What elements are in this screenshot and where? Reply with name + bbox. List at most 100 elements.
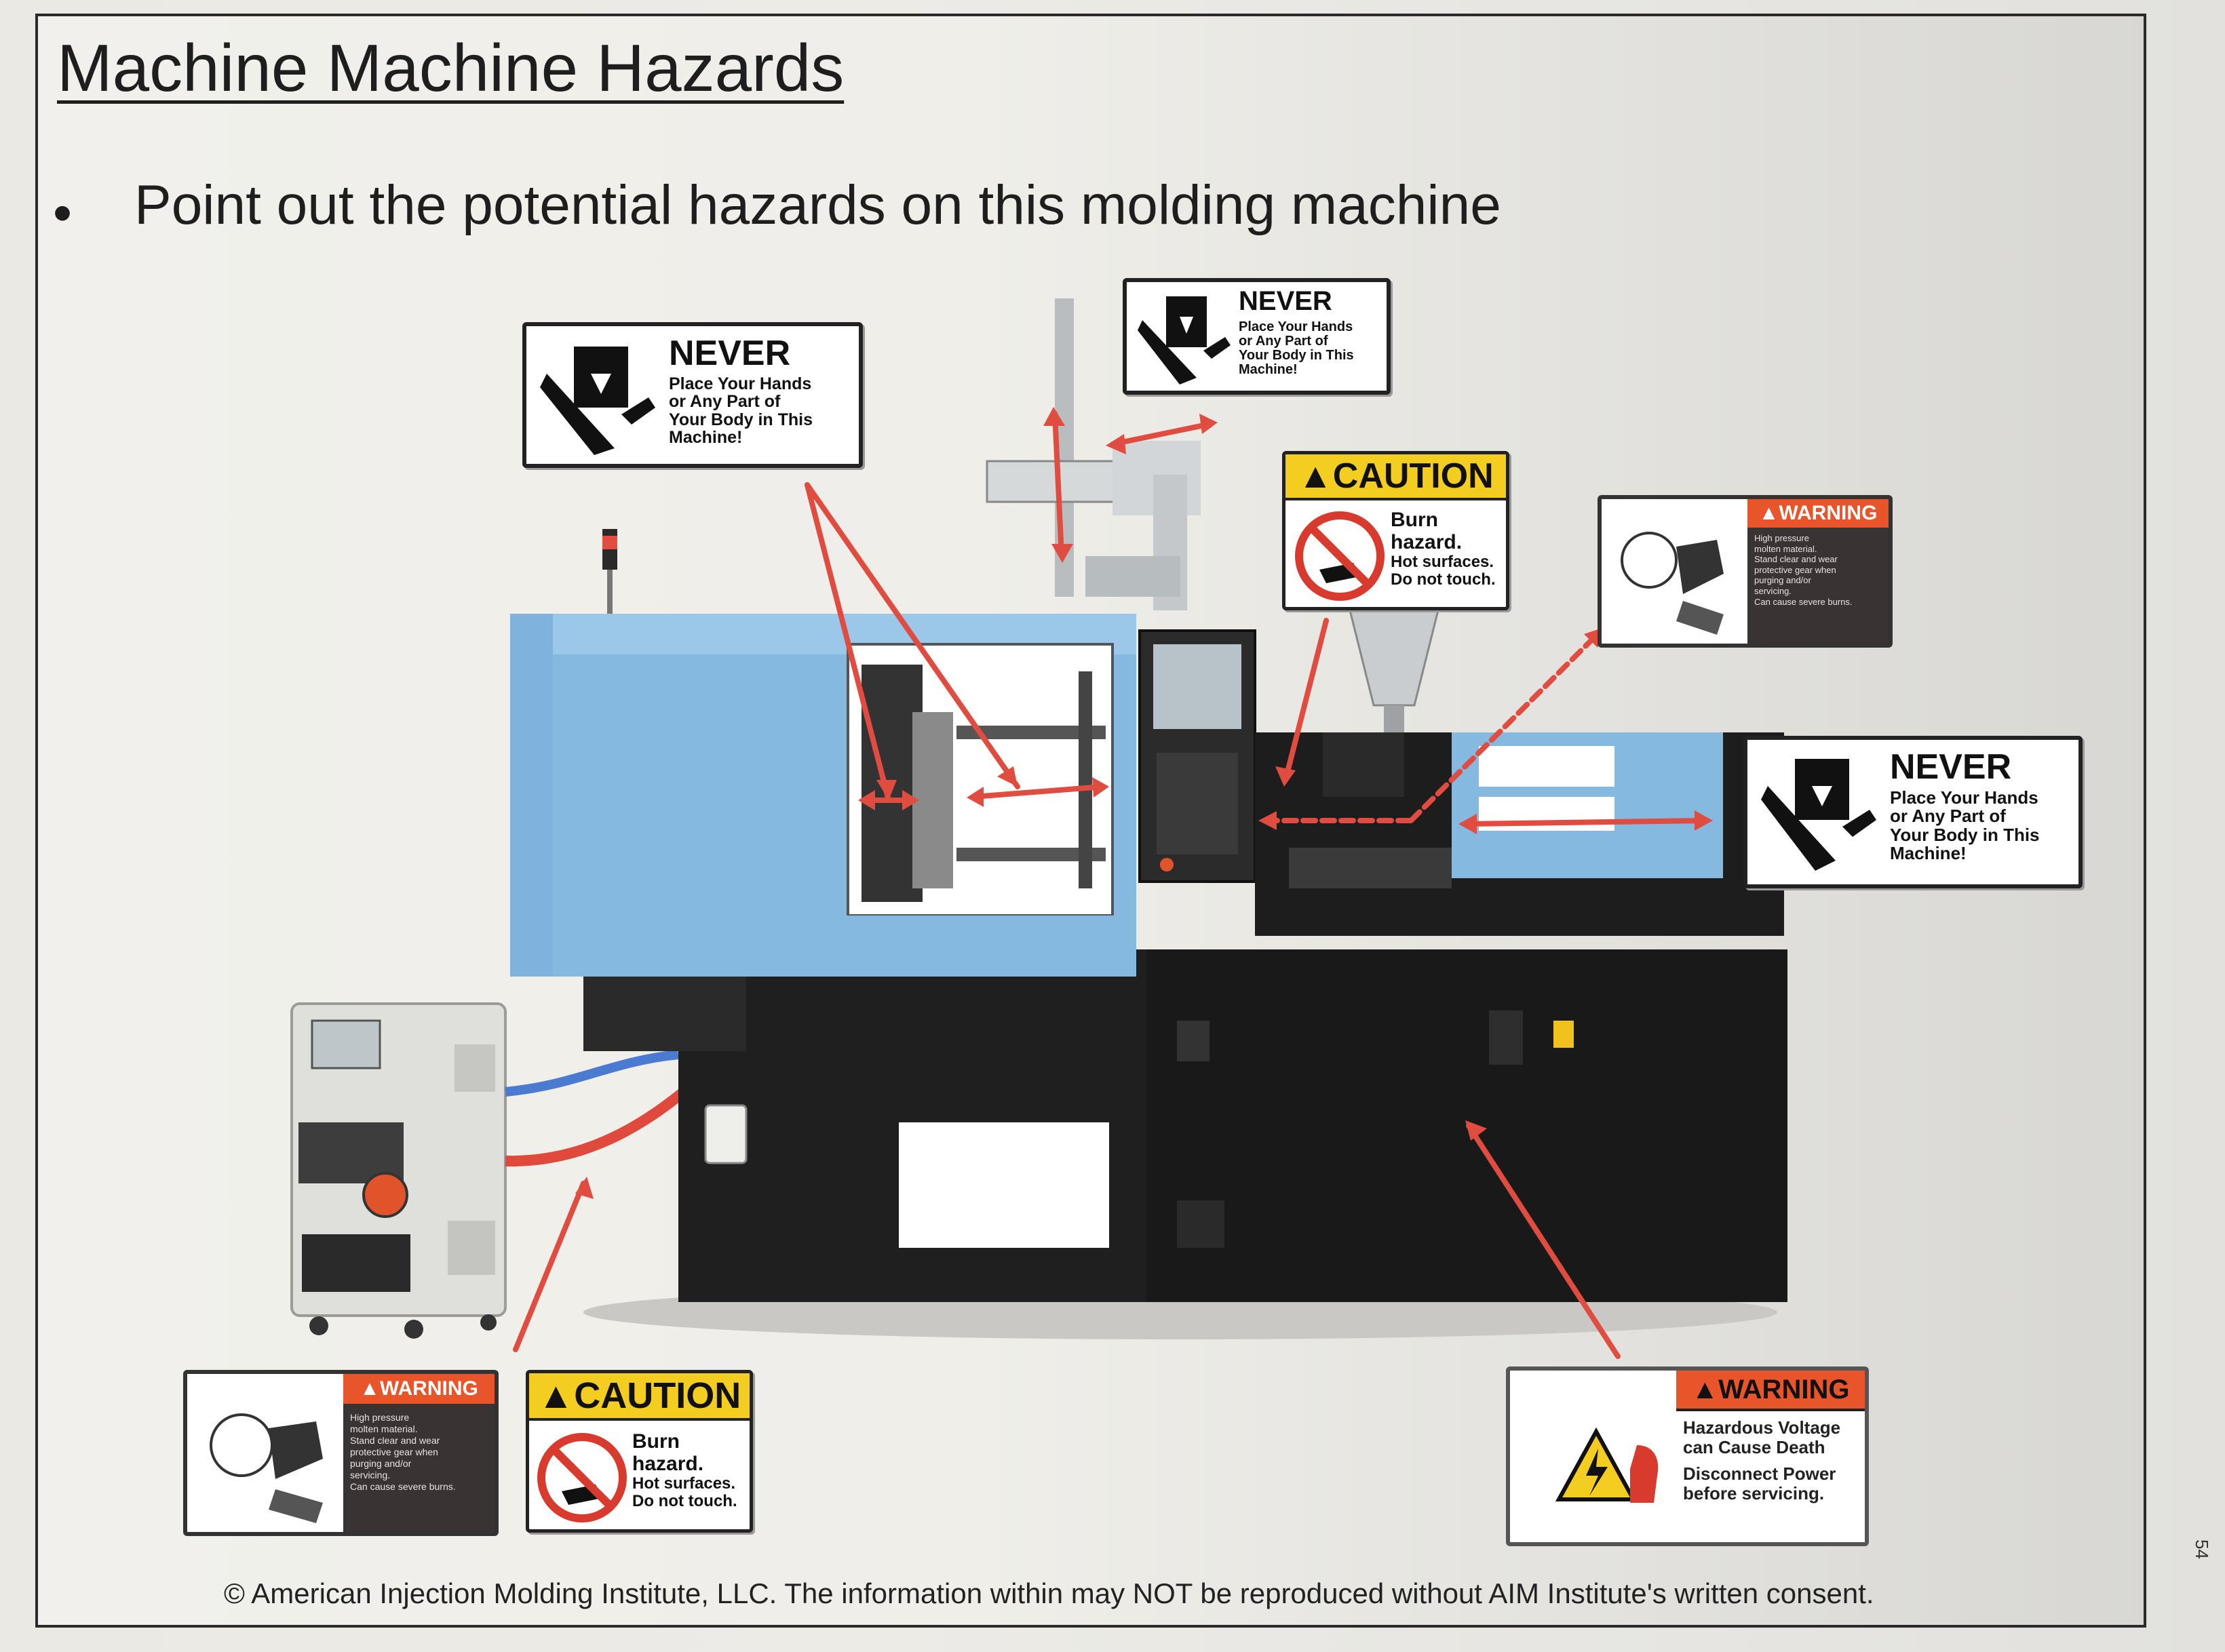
warning-bottom-line5: purging and/or bbox=[350, 1458, 412, 1470]
warning-bottom-line7: Can cause severe burns. bbox=[350, 1481, 456, 1493]
hand-crush-icon bbox=[540, 347, 655, 455]
never-sign-left: NEVER Place Your Hands or Any Part of Yo… bbox=[522, 322, 863, 468]
never-left-text: Place Your Hands or Any Part of Your Bod… bbox=[669, 375, 813, 446]
hose-red bbox=[505, 1080, 696, 1167]
warning-right-text: High pressure molten material. Stand cle… bbox=[1754, 533, 1853, 607]
caution-top-line1: Burn bbox=[1391, 509, 1438, 531]
warning-right-panel: ▲WARNING High pressure molten material. … bbox=[1747, 499, 1889, 644]
never-right-line4: Machine! bbox=[1890, 842, 1967, 863]
no-touch-icon bbox=[1295, 511, 1385, 601]
warning-right-line6: servicing. bbox=[1754, 585, 1792, 596]
arrow-warning-right-dashed bbox=[1408, 631, 1600, 823]
warning-right-line1: High pressure bbox=[1754, 533, 1809, 543]
hand-crush-icon bbox=[1138, 296, 1231, 385]
warning-bottom-panel: ▲WARNING High pressure molten material. … bbox=[343, 1374, 495, 1532]
warning-bottom-heading: ▲WARNING bbox=[343, 1374, 495, 1404]
arrow-platen-double bbox=[971, 784, 1105, 800]
control-panel bbox=[1138, 629, 1256, 883]
never-left-line4: Machine! bbox=[669, 427, 743, 447]
warning-sign-right: ▲WARNING High pressure molten material. … bbox=[1598, 495, 1893, 648]
warning-voltage-line4: before servicing. bbox=[1683, 1483, 1825, 1504]
never-left-line1: Place Your Hands bbox=[669, 374, 812, 393]
molten-spray-icon bbox=[1621, 532, 1724, 635]
hose-blue bbox=[505, 1050, 679, 1097]
warning-bottom-line1: High pressure bbox=[350, 1412, 410, 1423]
warning-bottom-text: High pressure molten material. Stand cle… bbox=[350, 1412, 456, 1493]
no-touch-icon bbox=[537, 1433, 627, 1522]
caution-top-heading: ▲CAUTION bbox=[1285, 454, 1506, 500]
warning-bottom-line2: molten material. bbox=[350, 1423, 418, 1435]
arrow-injection-double bbox=[1463, 818, 1709, 827]
never-right-heading: NEVER bbox=[1890, 747, 2012, 787]
warning-voltage-label: WARNING bbox=[1718, 1375, 1850, 1404]
warning-voltage-line1: Hazardous Voltage bbox=[1683, 1417, 1841, 1438]
arrow-robot-horizontal bbox=[1110, 421, 1214, 447]
never-right-text: Place Your Hands or Any Part of Your Bod… bbox=[1890, 787, 2040, 863]
arrow-robot-vertical bbox=[1052, 411, 1064, 559]
caution-bottom-line2: hazard. bbox=[632, 1453, 704, 1475]
never-sign-top: NEVER Place Your Hands or Any Part of Yo… bbox=[1123, 278, 1391, 395]
caution-sign-bottom: ▲CAUTION Burn hazard. Hot surfaces. Do n… bbox=[526, 1370, 753, 1533]
warning-sign-bottom: ▲WARNING High pressure molten material. … bbox=[183, 1370, 499, 1536]
base-switch bbox=[1553, 1021, 1574, 1048]
hazard-arrows bbox=[513, 411, 1709, 1359]
caution-top-line2: hazard. bbox=[1391, 531, 1463, 553]
warning-voltage-line3: Disconnect Power bbox=[1683, 1463, 1836, 1484]
arrow-heads bbox=[575, 407, 1713, 1199]
arrow-never-left-a bbox=[805, 482, 891, 803]
warning-right-line3: Stand clear and wear bbox=[1754, 554, 1838, 565]
arrow-hose bbox=[513, 1181, 586, 1352]
never-top-line4: Machine! bbox=[1239, 362, 1298, 377]
warning-right-line2: molten material. bbox=[1754, 543, 1817, 554]
warning-voltage-text: Hazardous Voltage can Cause Death Discon… bbox=[1683, 1417, 1841, 1504]
warning-sign-voltage: ▲WARNING Hazardous Voltage can Cause Dea… bbox=[1506, 1366, 1869, 1546]
warning-voltage-heading: ▲WARNING bbox=[1676, 1371, 1865, 1411]
caution-bottom-label: CAUTION bbox=[574, 1375, 741, 1416]
copyright-footer: © American Injection Molding Institute, … bbox=[224, 1577, 1874, 1609]
never-sign-right: NEVER Place Your Hands or Any Part of Yo… bbox=[1743, 736, 2083, 888]
never-left-line3: Your Body in This bbox=[669, 410, 813, 429]
never-top-text: Place Your Hands or Any Part of Your Bod… bbox=[1239, 320, 1354, 377]
arrow-caution-top bbox=[1283, 618, 1329, 783]
molten-spray-icon bbox=[210, 1413, 323, 1523]
warning-bottom-label: WARNING bbox=[379, 1377, 478, 1400]
arrow-never-left-b bbox=[805, 482, 1020, 789]
never-top-heading: NEVER bbox=[1239, 286, 1332, 316]
caution-top-text: Burn hazard. Hot surfaces. Do not touch. bbox=[1391, 509, 1496, 589]
slide-title: Machine Machine Hazards bbox=[57, 31, 845, 105]
page-number: 54 bbox=[2192, 1539, 2212, 1559]
warning-right-line7: Can cause severe burns. bbox=[1754, 596, 1853, 607]
warning-bottom-line4: protective gear when bbox=[350, 1447, 438, 1458]
caution-bottom-heading: ▲CAUTION bbox=[529, 1373, 750, 1421]
electric-shock-icon bbox=[1555, 1427, 1659, 1503]
caution-top-line3: Hot surfaces. bbox=[1391, 553, 1494, 571]
caution-bottom-line4: Do not touch. bbox=[632, 1492, 737, 1511]
caution-bottom-line1: Burn bbox=[632, 1430, 680, 1453]
never-left-heading: NEVER bbox=[669, 334, 791, 373]
base-window bbox=[899, 1122, 1109, 1248]
never-top-line3: Your Body in This bbox=[1239, 348, 1354, 363]
warning-right-heading: ▲WARNING bbox=[1747, 499, 1889, 528]
bullet-text: Point out the potential hazards on this … bbox=[134, 174, 1501, 236]
never-right-line2: or Any Part of bbox=[1890, 806, 2006, 827]
bullet-marker: • bbox=[53, 182, 73, 243]
temperature-controller bbox=[290, 1002, 507, 1339]
never-top-line1: Place Your Hands bbox=[1239, 319, 1353, 334]
hand-crush-icon bbox=[1761, 759, 1876, 871]
warning-bottom-line6: servicing. bbox=[350, 1470, 391, 1481]
warning-right-line4: protective gear when bbox=[1754, 564, 1836, 575]
arrow-voltage bbox=[1466, 1123, 1621, 1359]
caution-top-label: CAUTION bbox=[1332, 456, 1494, 496]
caution-bottom-line3: Hot surfaces. bbox=[632, 1474, 736, 1493]
caution-bottom-text: Burn hazard. Hot surfaces. Do not touch. bbox=[632, 1430, 737, 1511]
never-right-line3: Your Body in This bbox=[1890, 824, 2040, 845]
warning-right-label: WARNING bbox=[1779, 502, 1878, 524]
caution-top-line4: Do not touch. bbox=[1391, 570, 1496, 589]
caution-sign-top: ▲CAUTION Burn hazard. Hot surfaces. Do n… bbox=[1282, 451, 1509, 610]
warning-right-line5: purging and/or bbox=[1754, 575, 1811, 586]
never-left-line2: or Any Part of bbox=[669, 392, 781, 412]
hopper bbox=[1349, 609, 1439, 707]
warning-bottom-line3: Stand clear and wear bbox=[350, 1435, 440, 1447]
never-right-line1: Place Your Hands bbox=[1890, 787, 2038, 808]
